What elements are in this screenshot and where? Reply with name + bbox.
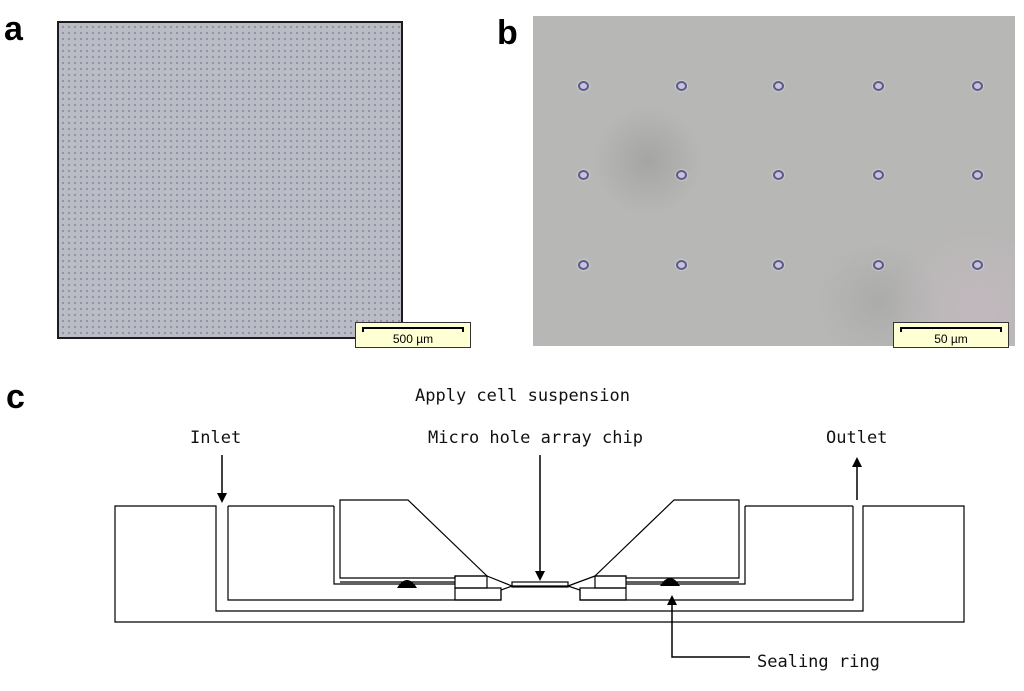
left-chamber-wall (333, 506, 455, 585)
flow-channel (227, 506, 854, 601)
micro-hole (873, 170, 884, 180)
micro-hole (676, 81, 687, 91)
micro-hole (773, 170, 784, 180)
micro-hole (972, 81, 983, 91)
scale-bar-label: 500 µm (392, 332, 434, 346)
right-spacer-block (594, 575, 627, 589)
micrograph-low-magnification (57, 21, 403, 339)
label-micro-hole-array-chip: Micro hole array chip (428, 428, 643, 448)
funnel-edge-left (486, 575, 513, 587)
label-sealing-ring: Sealing ring (757, 652, 880, 672)
label-inlet: Inlet (190, 428, 241, 448)
scale-bar-line (362, 327, 464, 332)
sealing-ring-right (660, 578, 680, 586)
micro-hole (578, 170, 589, 180)
scale-bar-line (900, 327, 1002, 332)
right-support-block (579, 587, 627, 601)
micro-hole (578, 260, 589, 270)
right-chip-holder (593, 499, 740, 579)
left-chip-holder (339, 499, 489, 579)
left-spacer-block (454, 575, 488, 589)
micro-hole (676, 260, 687, 270)
scale-bar-label: 50 µm (934, 332, 968, 346)
micro-hole-array-chip (511, 581, 569, 588)
micro-hole (972, 170, 983, 180)
right-chamber-wall (626, 506, 746, 585)
micrograph-high-magnification (533, 16, 1015, 346)
micro-hole (873, 260, 884, 270)
background-blur (593, 106, 703, 216)
panel-label-b: b (497, 14, 518, 52)
micro-hole (773, 260, 784, 270)
sealing-ring-pointer-arrow (667, 595, 750, 658)
label-outlet: Outlet (826, 428, 887, 448)
label-apply-cell-suspension: Apply cell suspension (415, 386, 630, 406)
micro-hole (972, 260, 983, 270)
micro-hole (578, 81, 589, 91)
micro-hole (773, 81, 784, 91)
scale-bar-a: 500 µm (355, 322, 471, 348)
sealing-ring-left (397, 580, 417, 588)
funnel-edge-right (567, 575, 596, 587)
panel-label-c: c (6, 378, 25, 416)
micro-hole (873, 81, 884, 91)
device-outer-block (114, 505, 965, 623)
device-cross-section-diagram: Apply cell suspension Inlet Micro hole a… (114, 386, 965, 672)
micro-hole (676, 170, 687, 180)
panel-label-a: a (4, 10, 23, 48)
left-support-block (454, 587, 502, 601)
scale-bar-b: 50 µm (893, 322, 1009, 348)
